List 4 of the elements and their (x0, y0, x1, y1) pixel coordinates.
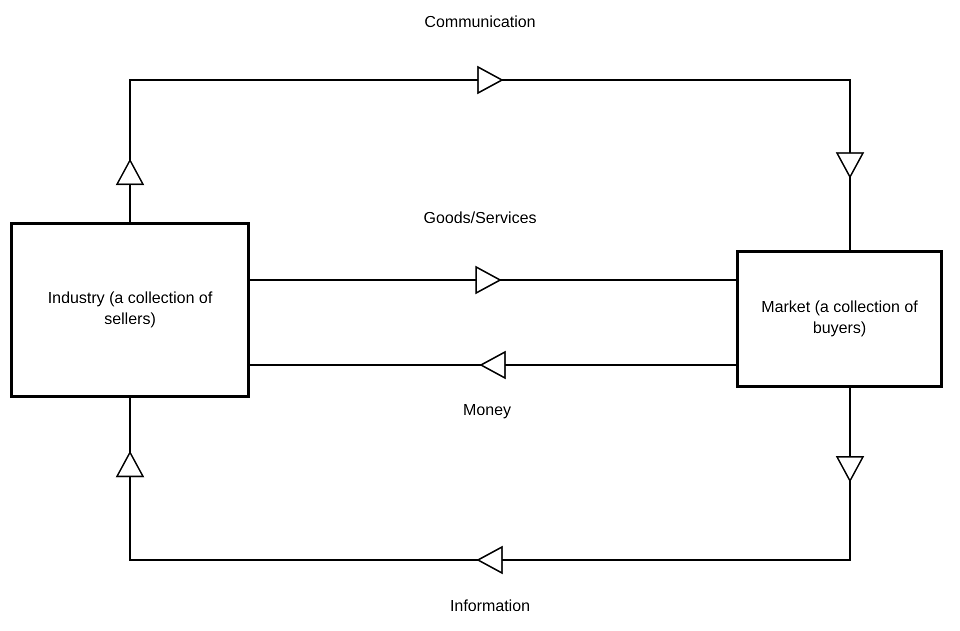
box-label: Market (a collection of buyers) (760, 298, 919, 339)
process-box (10, 222, 250, 398)
box-label: Industry (a collection of sellers) (46, 289, 214, 330)
process-box (736, 250, 943, 388)
